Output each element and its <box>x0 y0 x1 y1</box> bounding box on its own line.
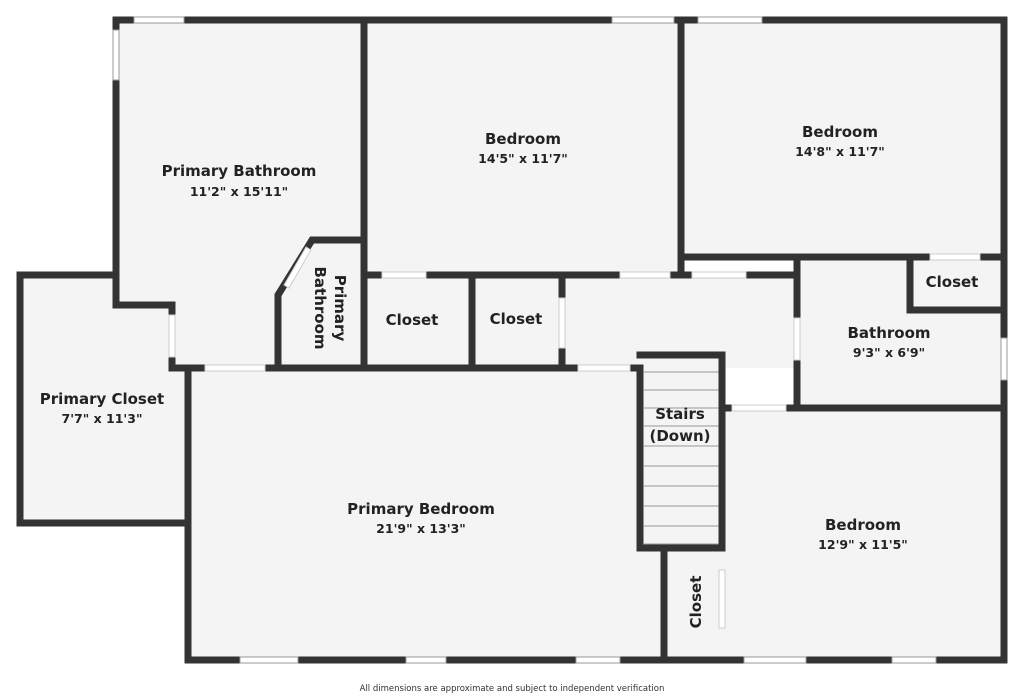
windows <box>112 16 1008 664</box>
room-name-closet-3: Closet <box>926 273 979 291</box>
room-name-primary-bedroom: Primary Bedroom <box>347 500 495 518</box>
room-name-primary-closet: Primary Closet <box>40 390 164 408</box>
room-dim-bedroom-1: 14'5" x 11'7" <box>478 151 568 166</box>
room-name-primary-bathroom-small-1: Primary <box>331 275 349 342</box>
room-name-bedroom-3: Bedroom <box>825 516 901 534</box>
room-name-closet-4: Closet <box>687 576 705 629</box>
door-openings <box>168 246 981 629</box>
room-dim-bathroom: 9'3" x 6'9" <box>853 345 925 360</box>
disclaimer: All dimensions are approximate and subje… <box>360 684 665 694</box>
room-name-bathroom: Bathroom <box>847 324 930 342</box>
room-name-primary-bathroom: Primary Bathroom <box>162 162 317 180</box>
room-dim-primary-bathroom: 11'2" x 15'11" <box>190 184 288 199</box>
room-dim-bedroom-2: 14'8" x 11'7" <box>795 144 885 159</box>
room-name-bedroom-2: Bedroom <box>802 123 878 141</box>
room-name-bedroom-1: Bedroom <box>485 130 561 148</box>
room-name-closet-1: Closet <box>386 311 439 329</box>
room-name-stairs-2: (Down) <box>649 427 710 445</box>
room-dim-bedroom-3: 12'9" x 11'5" <box>818 537 908 552</box>
stairs-treads <box>644 371 719 545</box>
room-dim-primary-bedroom: 21'9" x 13'3" <box>376 521 466 536</box>
room-name-primary-bathroom-small-2: Bathroom <box>311 266 329 349</box>
room-name-closet-2: Closet <box>490 310 543 328</box>
room-dim-primary-closet: 7'7" x 11'3" <box>62 411 143 426</box>
room-name-stairs-1: Stairs <box>655 405 705 423</box>
